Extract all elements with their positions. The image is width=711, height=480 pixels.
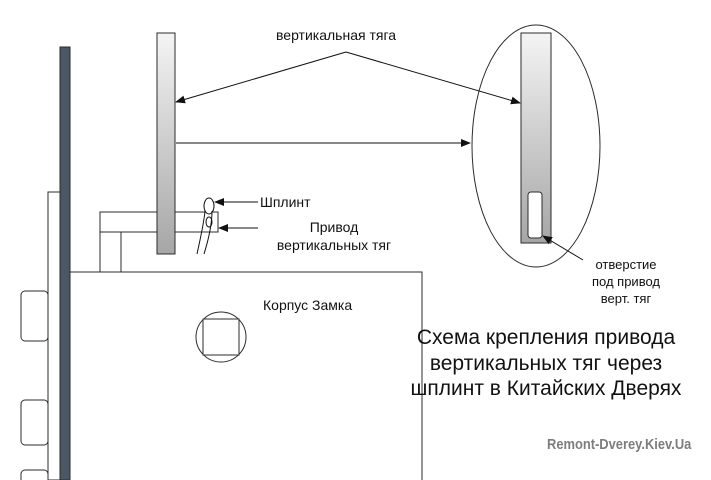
label-hole-line2: под привод — [591, 274, 660, 289]
caption-line3: шплинт в Китайских Дверях — [410, 377, 682, 400]
label-split-pin: Шплинт — [260, 194, 311, 210]
label-hole-line1: отверстие — [595, 257, 657, 272]
caption-line2: вертикальных тяг через — [429, 351, 663, 375]
split-pin-hole — [205, 216, 213, 228]
detail-rod-hole — [527, 191, 543, 239]
cylinder-square — [202, 318, 240, 356]
lock-body — [69, 271, 423, 480]
vertical-rod — [156, 32, 176, 255]
label-actuator-line2: вертикальных тяг — [276, 237, 392, 253]
arrow-to-detail-rod — [345, 51, 521, 105]
caption-line1: Схема крепления привода — [416, 326, 676, 349]
label-hole: отверстие под привод верт. тяг — [576, 257, 676, 306]
bolt-stub-3 — [20, 469, 49, 480]
label-actuator: Привод вертикальных тяг — [264, 219, 404, 253]
bolt-stub-1 — [20, 290, 49, 342]
split-pin-leg-2 — [203, 210, 213, 255]
split-pin-leg-1 — [196, 210, 206, 255]
site-watermark: Remont-Dverey.Kiev.Ua — [547, 436, 692, 453]
label-vertical-rod: вертикальная тяга — [276, 27, 397, 43]
door-faceplate — [59, 46, 71, 480]
detail-ellipse — [471, 24, 601, 268]
diagram-caption: Схема крепления привода вертикальных тяг… — [396, 325, 696, 402]
arrow-to-hole — [542, 235, 584, 261]
side-plate — [47, 191, 61, 480]
label-lock-body: Корпус Замка — [263, 297, 353, 313]
label-hole-line3: верт. тяг — [600, 291, 652, 306]
split-pin-loop — [203, 197, 215, 215]
arrow-to-rod — [175, 51, 347, 104]
bolt-stub-2 — [20, 399, 49, 446]
label-actuator-line1: Привод — [309, 219, 359, 235]
